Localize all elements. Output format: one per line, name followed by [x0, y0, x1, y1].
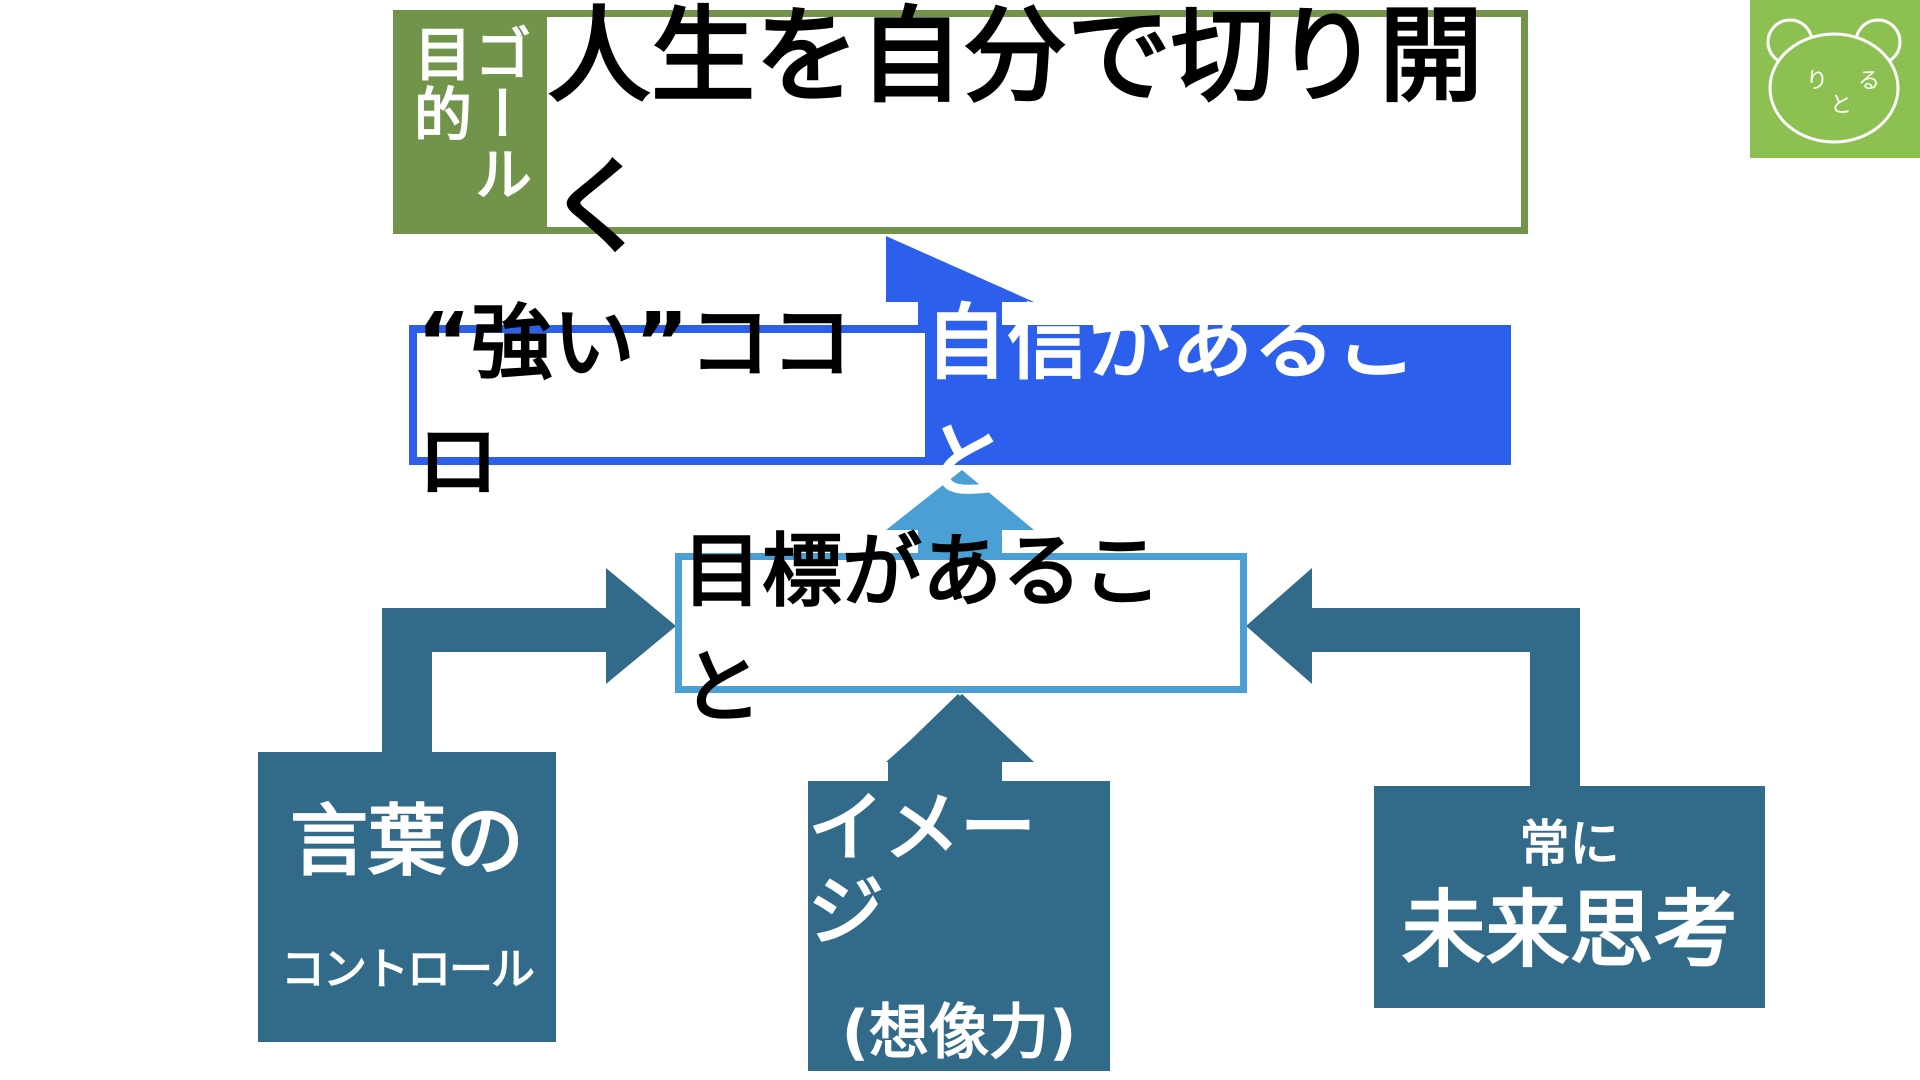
future-line2: 未来思考 [1401, 881, 1738, 980]
confidence-box: 自信があること [925, 296, 1511, 510]
goal-label-purpose: 目的 [404, 24, 472, 144]
words-line1: 言葉の [289, 796, 524, 887]
strong-heart-text: “強い”ココロ [417, 296, 853, 510]
mascot-char-ri: り [1806, 69, 1828, 94]
goal-box: 人生を自分で切り開く [540, 0, 1528, 268]
goal-text: 人生を自分で切り開く [547, 0, 1484, 268]
future-thinking-box: 常に 未来思考 [1374, 786, 1765, 1008]
image-box: イメージ (想像力) [808, 781, 1110, 1071]
future-line1: 常に [1519, 815, 1620, 874]
arrow-image-to-target-head [886, 694, 1034, 762]
goal-label-goal: ゴール [464, 24, 532, 204]
strong-heart-box: “強い”ココロ [409, 296, 933, 510]
bear-icon: り る と [1766, 18, 1902, 144]
arrow-up-to-confidence [886, 470, 1034, 558]
target-text: 目標があること [682, 525, 1162, 734]
image-line1: イメージ [808, 783, 1036, 956]
words-control-box: 言葉の コントロール [258, 752, 556, 1042]
arrow-future-to-target [1246, 568, 1580, 790]
goal-label-panel: ゴール 目的 [393, 10, 543, 234]
confidence-text: 自信があること [925, 296, 1418, 510]
image-line2: (想像力) [841, 997, 1077, 1068]
mascot-char-to: と [1830, 93, 1852, 118]
arrow-up-to-goal [886, 236, 1034, 328]
target-box: 目標があること [675, 525, 1247, 734]
words-line2: コントロール [281, 943, 535, 995]
arrow-words-to-target [382, 568, 676, 756]
mascot-char-ru: る [1858, 69, 1880, 94]
mascot-logo: り る と [1750, 0, 1920, 158]
